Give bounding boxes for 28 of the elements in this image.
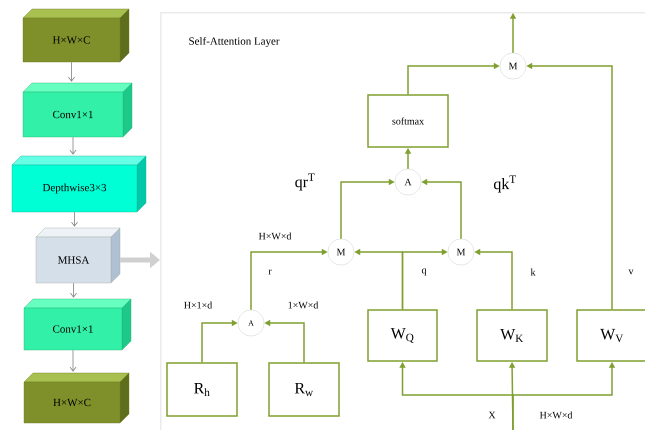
block-drawing: H×W×C (22, 8, 130, 62)
process-box: W$_{Q}$ (367, 309, 438, 362)
dimension-label: 1×W×d (288, 301, 318, 309)
dimension-label: v (628, 270, 634, 274)
block-drawing: MHSA (36, 228, 120, 284)
arrow (70, 136, 76, 155)
process-box: W$_{K}$ (476, 309, 548, 362)
dimension-label: q (422, 268, 426, 276)
dimension-label: qr$^{T}$ (295, 174, 315, 190)
process-box: R$_{h}$ (166, 362, 238, 417)
dimension-label: H×1×d (184, 302, 212, 308)
block-drawing: Depthwise3×3 (12, 156, 146, 212)
block-drawing: Conv1×1 (22, 82, 132, 138)
dimension-label: r (268, 270, 272, 274)
block-drawing: Conv1×1 (24, 298, 132, 350)
arrow (70, 350, 76, 372)
dimension-label: H×W×d (258, 232, 292, 240)
process-box: W$_{V}$ (576, 309, 645, 362)
dimension-label: k (530, 268, 536, 276)
process-box: softmax (367, 94, 449, 148)
arrow (68, 62, 75, 82)
dimension-label: X (488, 412, 496, 418)
dimension-label: qk$^{T}$ (494, 176, 516, 192)
block-drawing: H×W×C (24, 372, 130, 424)
process-box: R$_{w}$ (268, 362, 340, 417)
dimension-label: H×W×d (540, 411, 572, 419)
arrow (70, 282, 77, 298)
arrow (71, 212, 78, 227)
